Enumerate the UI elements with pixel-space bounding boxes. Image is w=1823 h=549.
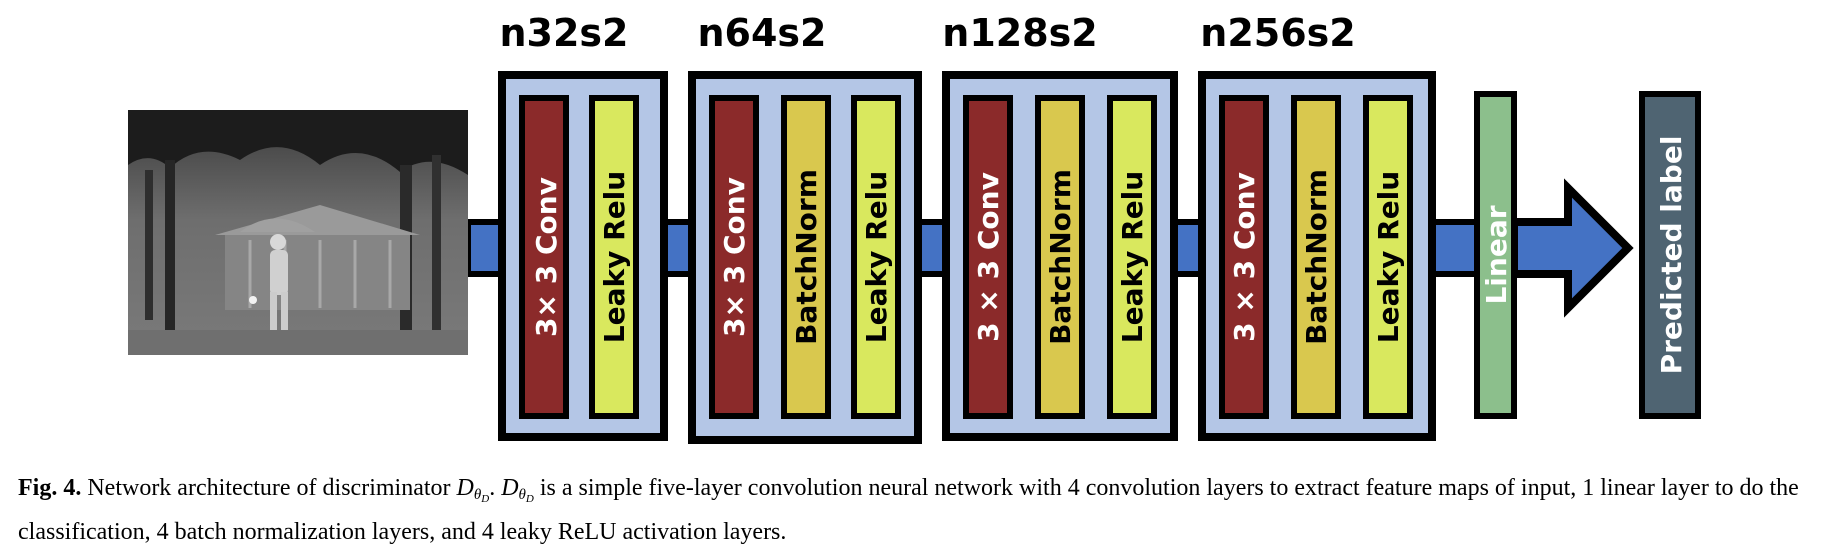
output-layer: Predicted label xyxy=(1639,91,1701,419)
caption-text: is a simple five-layer convolution neura… xyxy=(18,475,1799,545)
layer-label: Leaky Relu xyxy=(598,171,631,343)
connector-arrow xyxy=(1429,219,1480,277)
linear-layer: Linear xyxy=(1474,91,1517,419)
output-label: Predicted label xyxy=(1655,136,1688,375)
connector-arrow xyxy=(661,219,695,277)
layer-conv xyxy=(709,95,759,419)
block-n256s2: 3 × 3 Conv BatchNorm Leaky Relu xyxy=(1198,71,1436,441)
block-n32s2: 3× 3 Conv Leaky Relu xyxy=(498,71,668,441)
caption-text: Network architecture of discriminator xyxy=(87,475,451,501)
block-header: n256s2 xyxy=(1200,11,1355,55)
layer-batchnorm xyxy=(781,95,831,419)
connector-arrow xyxy=(1171,219,1205,277)
layer-conv xyxy=(1219,95,1269,419)
block-n64s2: 3× 3 Conv BatchNorm Leaky Relu xyxy=(688,71,922,444)
layer-label: Leaky Relu xyxy=(1116,171,1149,343)
layer-label: BatchNorm xyxy=(790,169,823,345)
block-header: n128s2 xyxy=(942,11,1097,55)
layer-relu xyxy=(589,95,639,419)
block-header: n64s2 xyxy=(698,11,827,55)
caption-symbol: DθD xyxy=(501,475,534,505)
connector-arrow xyxy=(465,219,505,277)
layer-relu xyxy=(1107,95,1157,419)
connector-arrow xyxy=(915,219,949,277)
thermal-input-image xyxy=(128,110,468,355)
layer-label: Leaky Relu xyxy=(1372,171,1405,343)
figure-label: Fig. 4. xyxy=(18,475,82,501)
linear-label: Linear xyxy=(1480,205,1513,304)
connector-arrows xyxy=(465,178,1634,318)
layer-batchnorm xyxy=(1291,95,1341,419)
layer-label: 3× 3 Conv xyxy=(718,177,751,337)
figure-caption: Fig. 4. Network architecture of discrimi… xyxy=(18,475,1799,545)
layer-batchnorm xyxy=(1035,95,1085,419)
layer-conv xyxy=(519,95,569,419)
block-n128s2: 3 × 3 Conv BatchNorm Leaky Relu xyxy=(942,71,1178,441)
layer-relu xyxy=(1363,95,1413,419)
layer-label: BatchNorm xyxy=(1044,169,1077,345)
layer-label: 3 × 3 Conv xyxy=(972,172,1005,342)
layer-label: BatchNorm xyxy=(1300,169,1333,345)
block-header: n32s2 xyxy=(500,11,629,55)
layer-label: 3 × 3 Conv xyxy=(1228,172,1261,342)
layer-label: 3× 3 Conv xyxy=(530,177,563,337)
caption-symbol: DθD xyxy=(456,475,490,505)
layer-relu xyxy=(851,95,901,419)
layer-label: Leaky Relu xyxy=(860,171,893,343)
layer-conv xyxy=(963,95,1013,419)
output-arrow xyxy=(1510,178,1634,318)
